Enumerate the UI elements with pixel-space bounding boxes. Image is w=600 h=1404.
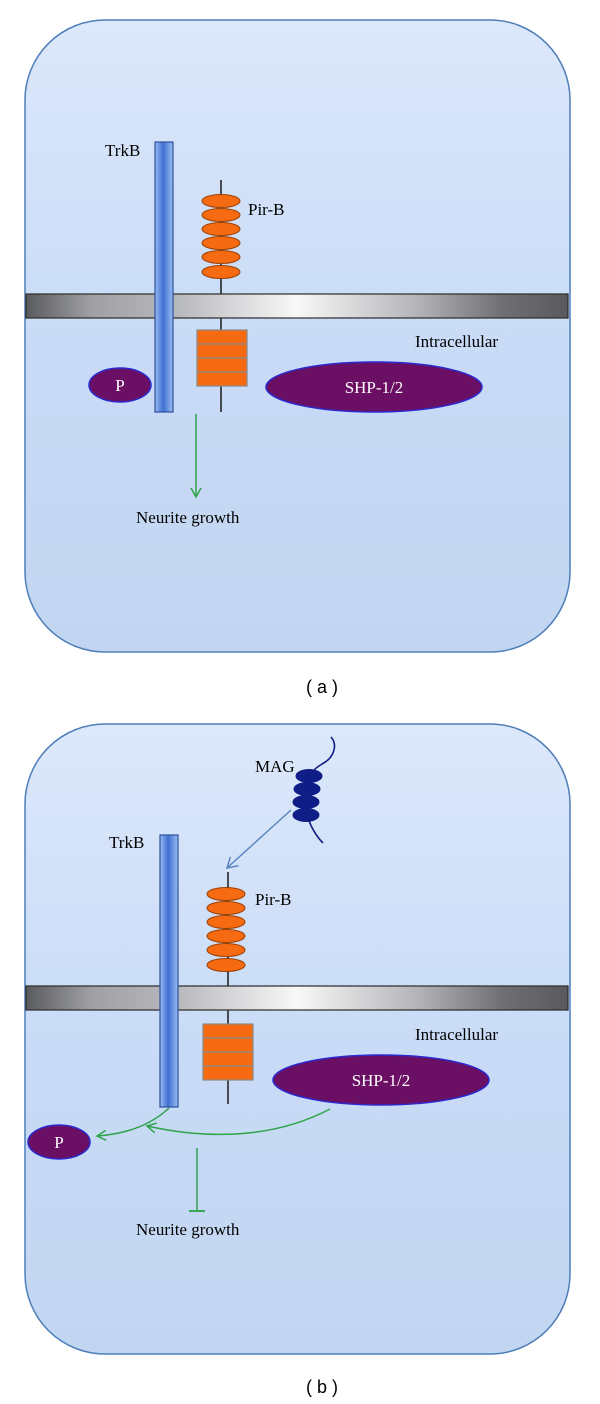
panel-b: MAG SHP-1/2 P bbox=[24, 723, 571, 1355]
shp-label: SHP-1/2 bbox=[345, 378, 404, 397]
pirb-label: Pir-B bbox=[255, 890, 292, 909]
pirb-label: Pir-B bbox=[248, 200, 285, 219]
trkb-receptor bbox=[154, 141, 174, 413]
panel-a: P SHP-1/2 TrkB Pir-B Intracellular Neuri… bbox=[24, 19, 571, 653]
neurite-growth-label: Neurite growth bbox=[136, 1220, 240, 1239]
trkb-label: TrkB bbox=[109, 833, 144, 852]
trkb-receptor bbox=[159, 834, 179, 1108]
trkb-label: TrkB bbox=[105, 141, 140, 160]
caption-b: ( b ) bbox=[306, 1377, 338, 1397]
phosphate-molecule bbox=[27, 1124, 91, 1160]
caption-a: ( a ) bbox=[306, 677, 338, 697]
pirb-intracellular-domains bbox=[196, 329, 248, 387]
shp-molecule bbox=[272, 1054, 490, 1106]
pirb-intracellular-domains bbox=[202, 1023, 254, 1081]
mag-label: MAG bbox=[255, 757, 295, 776]
shp-dephosphorylation-arrow bbox=[145, 1108, 331, 1136]
pirb-extracellular-domains bbox=[201, 194, 241, 279]
pirb-extracellular-domains bbox=[206, 887, 246, 972]
shp-label: SHP-1/2 bbox=[352, 1071, 411, 1090]
phosphate-molecule bbox=[88, 367, 152, 403]
intracellular-label: Intracellular bbox=[415, 1025, 498, 1044]
phosphate-label: P bbox=[115, 376, 124, 395]
trkb-to-p-arrow bbox=[95, 1107, 170, 1142]
mag-domains bbox=[292, 769, 323, 822]
shp-molecule bbox=[265, 361, 483, 413]
neurite-growth-label: Neurite growth bbox=[136, 508, 240, 527]
phosphate-label: P bbox=[54, 1133, 63, 1152]
cell-membrane bbox=[25, 293, 569, 319]
cell-membrane bbox=[25, 985, 569, 1011]
mag-binding-arrow bbox=[225, 809, 292, 869]
intracellular-label: Intracellular bbox=[415, 332, 498, 351]
